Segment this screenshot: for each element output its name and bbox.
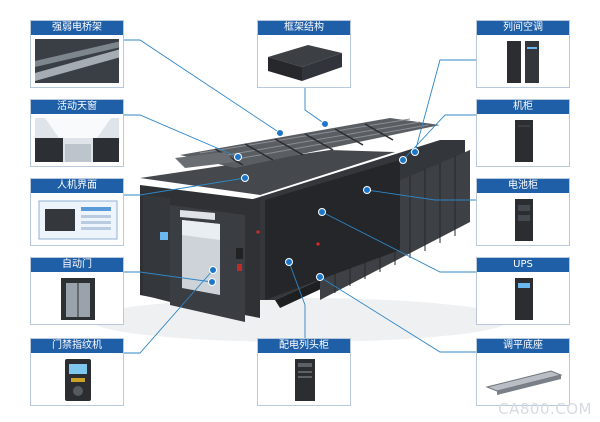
marker-auto-door — [208, 278, 216, 286]
card-title: 调平底座 — [477, 339, 569, 353]
marker-cable-tray — [276, 129, 284, 137]
fingerprint-photo-icon — [35, 357, 119, 401]
card-auto-door: 自动门 — [30, 257, 124, 325]
card-battery-cabinet: 电池柜 — [476, 178, 570, 246]
card-frame-structure: 框架结构 — [257, 20, 351, 88]
card-title: 列间空调 — [477, 21, 569, 35]
cable-tray-photo-icon — [35, 39, 119, 83]
marker-base — [316, 273, 324, 281]
screen-photo-icon — [35, 197, 119, 241]
frame-photo-icon — [262, 39, 346, 83]
card-access-fingerprint: 门禁指纹机 — [30, 338, 124, 406]
card-title: 强弱电桥架 — [31, 21, 123, 35]
card-title: 活动天窗 — [31, 100, 123, 114]
marker-skylight — [234, 153, 242, 161]
marker-battery-cabinet — [363, 186, 371, 194]
card-cabinet: 机柜 — [476, 99, 570, 167]
door-photo-icon — [35, 276, 119, 320]
pdu-cabinet-photo-icon — [262, 357, 346, 401]
marker-frame-structure — [321, 120, 329, 128]
card-pdu-head-cabinet: 配电列头柜 — [257, 338, 351, 406]
card-title: 电池柜 — [477, 179, 569, 193]
marker-access — [209, 266, 217, 274]
card-title: 机柜 — [477, 100, 569, 114]
card-title: UPS — [477, 258, 569, 272]
card-title: 门禁指纹机 — [31, 339, 123, 353]
card-title: 自动门 — [31, 258, 123, 272]
card-ups: UPS — [476, 257, 570, 325]
card-title: 框架结构 — [258, 21, 350, 35]
base-photo-icon — [481, 357, 565, 401]
card-title: 配电列头柜 — [258, 339, 350, 353]
card-leveling-base: 调平底座 — [476, 338, 570, 406]
marker-ups — [318, 208, 326, 216]
card-skylight: 活动天窗 — [30, 99, 124, 167]
card-hmi: 人机界面 — [30, 178, 124, 246]
cabinet-photo-icon — [481, 118, 565, 162]
marker-hmi — [241, 174, 249, 182]
card-cable-tray: 强弱电桥架 — [30, 20, 124, 88]
skylight-photo-icon — [35, 118, 119, 162]
marker-cabinet — [399, 156, 407, 164]
marker-inrow-ac — [411, 148, 419, 156]
marker-pdu — [285, 258, 293, 266]
watermark: CA800.COM — [498, 400, 592, 418]
ac-unit-photo-icon — [481, 39, 565, 83]
ups-photo-icon — [481, 276, 565, 320]
card-inrow-ac: 列间空调 — [476, 20, 570, 88]
card-title: 人机界面 — [31, 179, 123, 193]
battery-cabinet-photo-icon — [481, 197, 565, 241]
